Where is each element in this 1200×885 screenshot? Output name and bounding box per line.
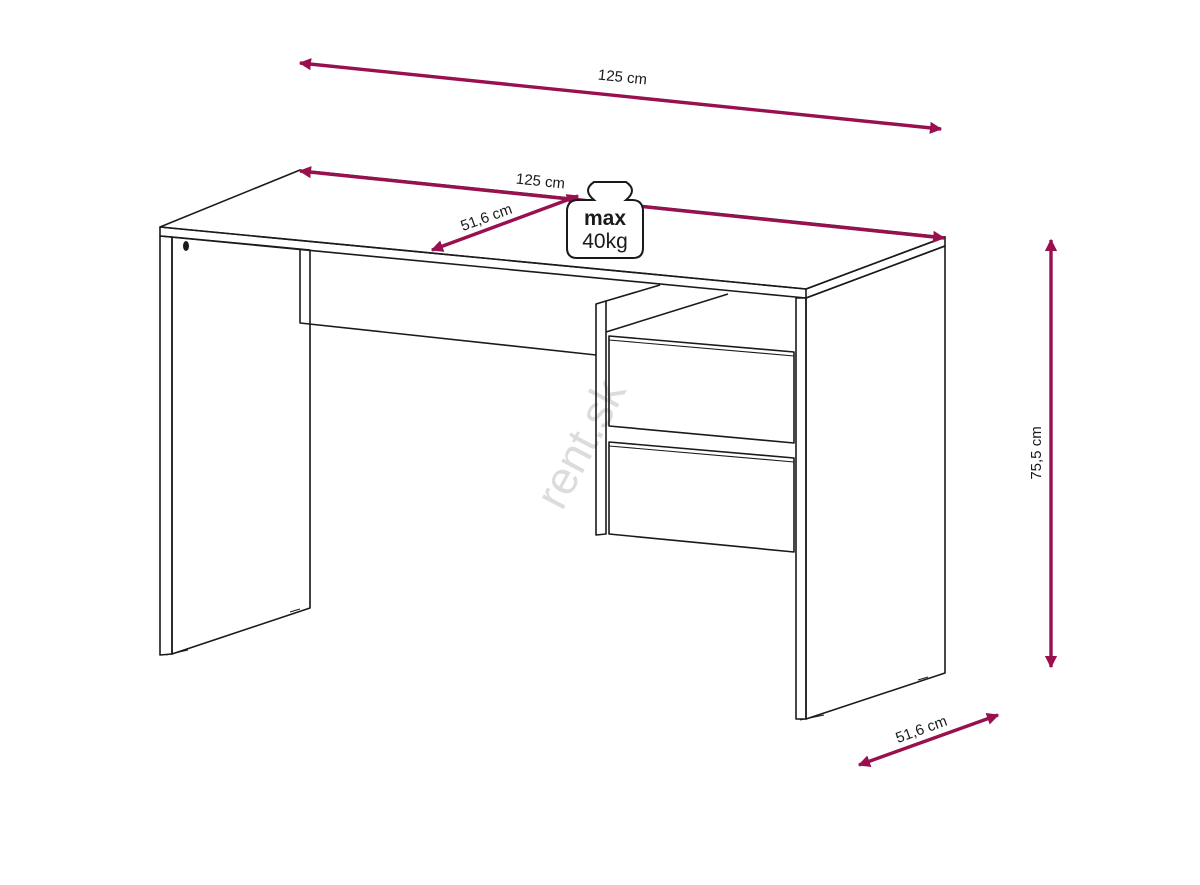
- top-depth-arrow: [430, 194, 580, 252]
- left-side-panel-face: [171, 236, 311, 655]
- top-width-label: 125 cm: [515, 171, 566, 193]
- drawer-unit-inner-panel: [595, 300, 607, 536]
- base-depth-arrow: [857, 712, 1000, 768]
- tabletop-right-edge: [805, 236, 946, 299]
- bottom-drawer-front: [608, 441, 795, 553]
- top-drawer-front: [608, 335, 795, 444]
- overall-width-arrow: [298, 58, 943, 134]
- tabletop-front-edge: [159, 226, 807, 299]
- overall-width-label: 125 cm: [597, 67, 648, 89]
- max-load-label-top: max: [584, 207, 626, 230]
- left-side-panel-front: [159, 235, 173, 656]
- max-load-badge: max 40kg: [566, 181, 644, 259]
- desk-outline: [159, 169, 946, 721]
- cable-grommet-hole: [183, 241, 189, 251]
- right-side-panel-face: [805, 245, 946, 720]
- dimension-arrows: [298, 58, 1058, 768]
- height-label: 75,5 cm: [1028, 426, 1045, 479]
- max-load-label-value: 40kg: [582, 230, 628, 253]
- weight-icon: [566, 181, 644, 259]
- right-side-panel-front: [795, 297, 807, 720]
- modesty-panel: [299, 250, 597, 356]
